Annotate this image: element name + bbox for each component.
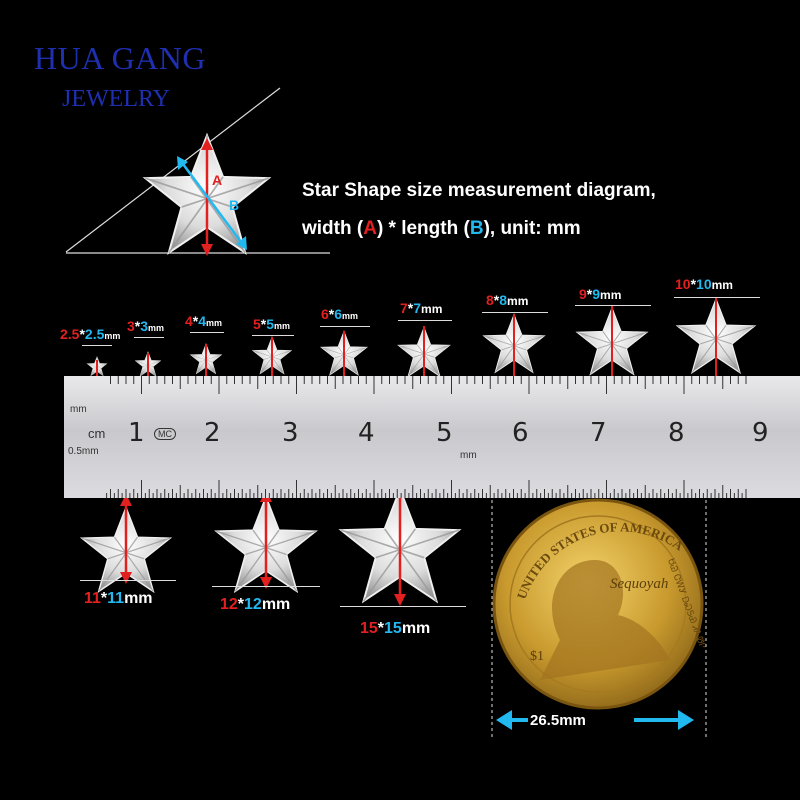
title-line-2: width (A) * length (B), unit: mm (302, 218, 581, 239)
ruler-number: 5 (436, 418, 453, 448)
size-label-7: 7*7mm (400, 300, 443, 316)
coin-name: Sequoyah (610, 576, 668, 592)
size-label-5: 5*5mm (253, 316, 291, 332)
ruler-number: 7 (590, 418, 607, 448)
ruler-number: 6 (512, 418, 529, 448)
title-line-1: Star Shape size measurement diagram, (302, 180, 656, 201)
large-stars (81, 482, 460, 606)
diagram-b-marker: B (229, 197, 239, 213)
coin-measurement (491, 500, 707, 738)
size-label-10: 10*10mm (675, 276, 733, 292)
coin-diameter-label: 26.5mm (530, 712, 586, 729)
ruler-cm-label: cm (88, 426, 106, 441)
label-b: B (469, 218, 484, 239)
size-label-2-5: 2.5*2.5mm (60, 326, 121, 342)
ruler-number: 4 (358, 418, 375, 448)
main-diagram-star: A B (65, 87, 330, 256)
size-label-3: 3*3mm (127, 318, 165, 334)
ruler-number: 9 (752, 418, 769, 448)
reference-coin: UNITED STATES OF AMERICA Sequoyah $1 ᏌᏊ … (492, 498, 707, 710)
size-label-6: 6*6mm (321, 306, 359, 322)
ruler-ticks (106, 376, 747, 498)
star-row (86, 298, 756, 378)
ruler-half-mm-label: 0.5mm (68, 446, 99, 457)
diagram-title: Star Shape size measurement diagram, wid… (302, 172, 656, 248)
size-label-4: 4*4mm (185, 313, 223, 329)
ruler-mm-label: mm (70, 404, 87, 415)
ruler-mc-mark: MC (154, 428, 176, 440)
size-label-8: 8*8mm (486, 292, 529, 308)
label-a: A (363, 218, 377, 239)
size-label-12: 12*12mm (220, 596, 291, 613)
ruler-number: 3 (282, 418, 299, 448)
diagram-a-marker: A (212, 172, 222, 188)
size-label-15: 15*15mm (360, 620, 431, 637)
ruler-number: 8 (668, 418, 685, 448)
ruler-number: 2 (204, 418, 221, 448)
size-label-9: 9*9mm (579, 286, 622, 302)
brand-name: HUA GANG (34, 40, 206, 76)
ruler-mid-mm-label: mm (460, 450, 477, 461)
measuring-ruler: mm cm 0.5mm MC mm 1 2 3 4 5 6 7 8 9 (64, 376, 800, 498)
brand-subtitle: JEWELRY (62, 86, 170, 112)
ruler-number: 1 (128, 418, 145, 448)
coin-value: $1 (530, 649, 544, 664)
size-label-11: 11*11mm (84, 590, 153, 607)
